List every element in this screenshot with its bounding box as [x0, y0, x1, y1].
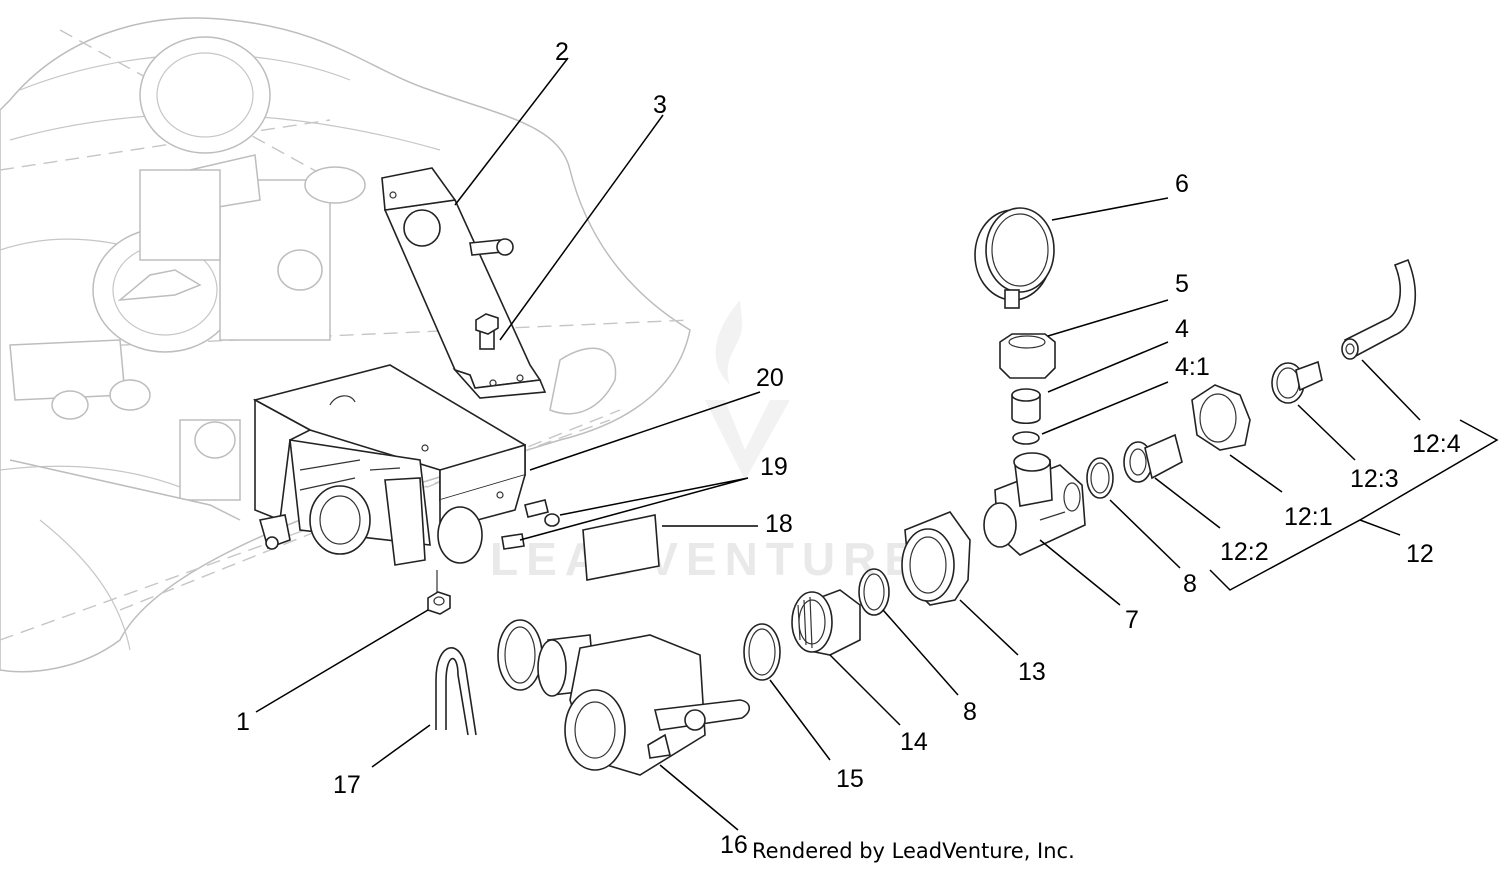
callout-18: 18	[765, 510, 793, 538]
part-12-2-hose-barb	[1123, 433, 1183, 483]
part-15-o-ring	[743, 623, 781, 681]
part-20-bracket-assembly	[252, 364, 526, 566]
callout-3: 3	[653, 91, 667, 119]
part-12-3-hose-clamp	[1271, 360, 1323, 404]
callout-20: 20	[756, 364, 784, 392]
callout-6: 6	[1175, 170, 1189, 198]
part-4-bushing	[1011, 388, 1041, 425]
callout-19: 19	[760, 453, 788, 481]
leader-lines	[255, 57, 1499, 831]
part-12-4-hose	[1341, 258, 1417, 360]
part-13-coupling-nut	[901, 511, 971, 606]
callout-12-1: 12:1	[1284, 503, 1333, 531]
callout-8-left: 8	[963, 698, 977, 726]
callout-1: 1	[236, 708, 250, 736]
part-19-screw-a	[524, 499, 560, 527]
callout-12-4: 12:4	[1412, 430, 1461, 458]
callout-12-2: 12:2	[1220, 538, 1269, 566]
part-5-gauge-nut	[999, 333, 1056, 379]
callout-16: 16	[720, 831, 748, 859]
part-18-decal	[582, 514, 660, 581]
callout-labels: 1 2 3 4 4:1 5 6 7 8 8 12 12:1 12:2 12:3 …	[236, 38, 1461, 859]
part-8-o-ring-right	[1086, 457, 1114, 499]
watermark-logo	[705, 300, 790, 480]
callout-13: 13	[1018, 658, 1046, 686]
sprayer-tank-ghost	[0, 17, 691, 673]
part-2-mount-bracket	[381, 167, 547, 399]
callout-14: 14	[900, 728, 928, 756]
part-17-retaining-clip	[435, 647, 477, 736]
part-3-bolt	[475, 313, 499, 350]
part-6-pressure-gauge	[974, 207, 1055, 309]
watermark-text: LEADVENTURE	[490, 533, 923, 585]
part-8-o-ring-left	[858, 568, 890, 616]
callout-4: 4	[1175, 315, 1189, 343]
callout-5: 5	[1175, 270, 1189, 298]
part-4-1-o-ring	[1012, 431, 1040, 445]
callout-12: 12	[1406, 540, 1434, 568]
render-credit: Rendered by LeadVenture, Inc.	[752, 839, 1075, 863]
callout-2: 2	[555, 38, 569, 66]
callout-7: 7	[1125, 606, 1139, 634]
part-19-screw-b	[501, 533, 525, 550]
callout-17: 17	[333, 771, 361, 799]
callout-15: 15	[836, 765, 864, 793]
callout-12-3: 12:3	[1350, 465, 1399, 493]
part-7-tee-fitting	[983, 452, 1086, 556]
part-12-1-hex-nut	[1191, 384, 1251, 451]
callout-8-right: 8	[1183, 570, 1197, 598]
part-16-ball-valve	[497, 619, 751, 776]
callout-4-1: 4:1	[1175, 353, 1210, 381]
part-1-nut	[427, 570, 451, 615]
part-14-adapter	[791, 589, 861, 656]
part-2-bolt	[469, 238, 514, 256]
